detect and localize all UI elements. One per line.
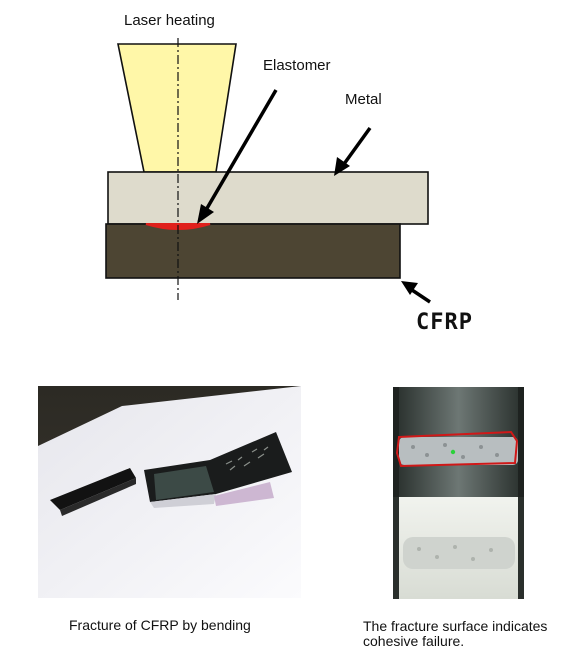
lower-fracture-area	[403, 537, 515, 569]
upper-fracture-area	[399, 437, 518, 465]
green-marker	[450, 449, 456, 455]
elastomer-arrow	[204, 89, 278, 211]
laser-heating-label: Laser heating	[124, 12, 215, 29]
left-photo-caption: Fracture of CFRP by bending	[69, 617, 251, 633]
elastomer-label: Elastomer	[263, 57, 331, 74]
metal-arrowhead	[334, 157, 350, 176]
cfrp-arrowhead	[401, 281, 418, 295]
metal-label: Metal	[345, 91, 382, 108]
cfrp-broken-piece	[50, 468, 136, 510]
fracture-surface-photo	[393, 387, 524, 599]
right-photo-caption-line2: cohesive failure.	[363, 633, 465, 649]
cfrp-plate	[105, 223, 401, 279]
cfrp-arrow	[411, 288, 431, 304]
elastomer-arrowhead	[197, 204, 214, 224]
fracture-outline	[395, 430, 519, 468]
metal-arrow	[342, 126, 372, 166]
cfrp-label: CFRP	[416, 310, 473, 335]
right-photo-caption-line1: The fracture surface indicates	[363, 618, 548, 634]
laser-beam	[117, 43, 237, 173]
bending-fracture-photo	[38, 386, 301, 598]
metal-plate	[107, 171, 429, 225]
